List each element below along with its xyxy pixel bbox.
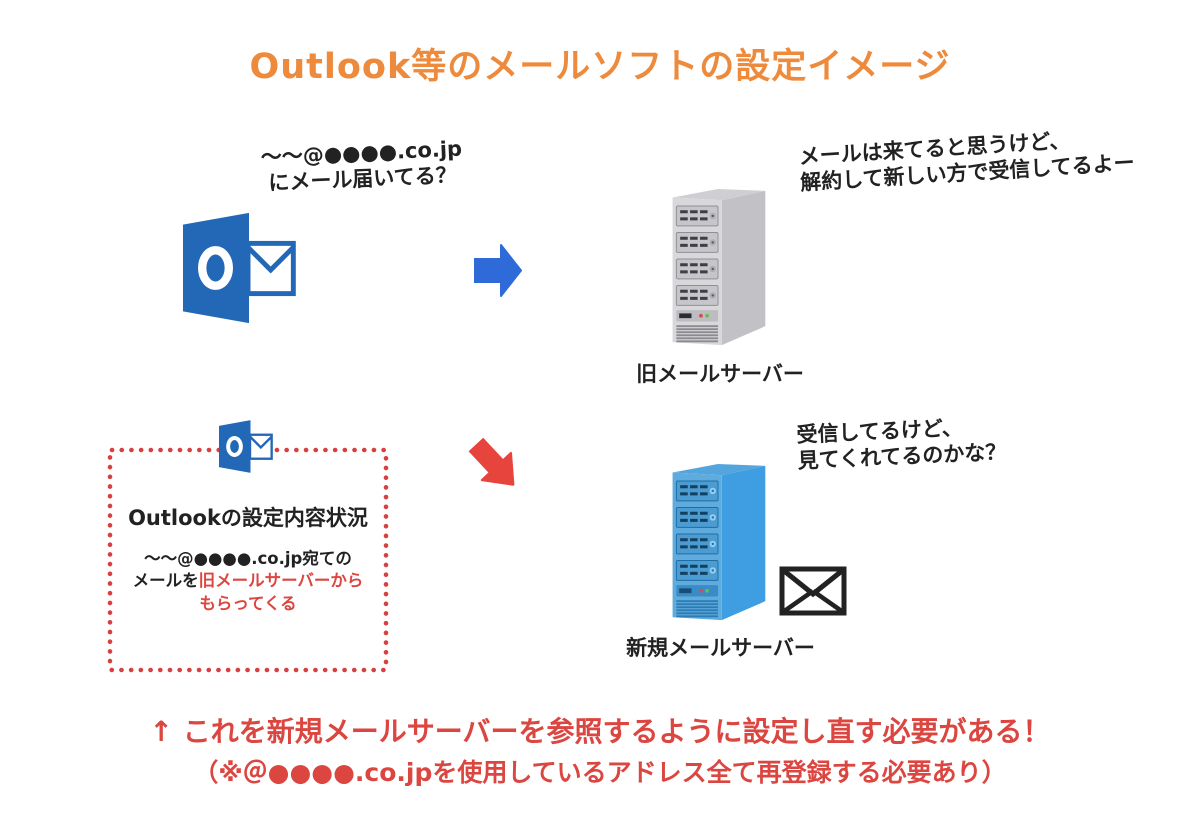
settings-body-line-2: メールを旧メールサーバーから — [106, 570, 390, 592]
old-mail-server-illustration — [665, 186, 771, 349]
footer-note-line-2: （※＠●●●●.co.jpを使用しているアドレス全て再登録する必要あり） — [193, 758, 1007, 787]
flow-arrow-right-icon — [474, 244, 522, 297]
new-server-reply-text: 受信してるけど、 見てくれてるのかな？ — [796, 413, 1007, 475]
settings-body-line-3: もらってくる — [199, 593, 297, 613]
old-server-label: 旧メールサーバー — [636, 362, 804, 386]
question-text: 〜〜@●●●●.co.jp にメール届いてる？ — [221, 134, 503, 199]
new-server-label: 新規メールサーバー — [626, 636, 815, 660]
new-mail-server-illustration — [665, 461, 771, 624]
outlook-logo-small-icon — [219, 420, 282, 473]
page-title: Outlook等のメールソフトの設定イメージ — [249, 47, 951, 87]
settings-body-line-2-red: 旧メールサーバーから — [198, 571, 364, 591]
footer-note-line-1: ↑ これを新規メールサーバーを参照するように設定し直す必要がある！ — [149, 715, 1051, 748]
flow-arrow-down-right-icon — [468, 437, 515, 486]
outlook-logo-icon — [183, 212, 315, 324]
mail-envelope-icon — [779, 566, 847, 616]
settings-body-line-1: 〜〜@●●●●.co.jp宛ての — [144, 549, 352, 568]
settings-box-body: 〜〜@●●●●.co.jp宛ての メールを旧メールサーバーから もらってくる — [106, 548, 390, 615]
settings-box-heading: Outlookの設定内容状況 — [128, 506, 368, 530]
old-server-reply-text: メールは来てると思うけど、 解約して新しい方で受信してるよー — [798, 124, 1135, 197]
settings-body-line-2-black: メールを — [132, 571, 199, 591]
outlook-settings-box: Outlookの設定内容状況 〜〜@●●●●.co.jp宛ての メールを旧メール… — [106, 446, 390, 674]
